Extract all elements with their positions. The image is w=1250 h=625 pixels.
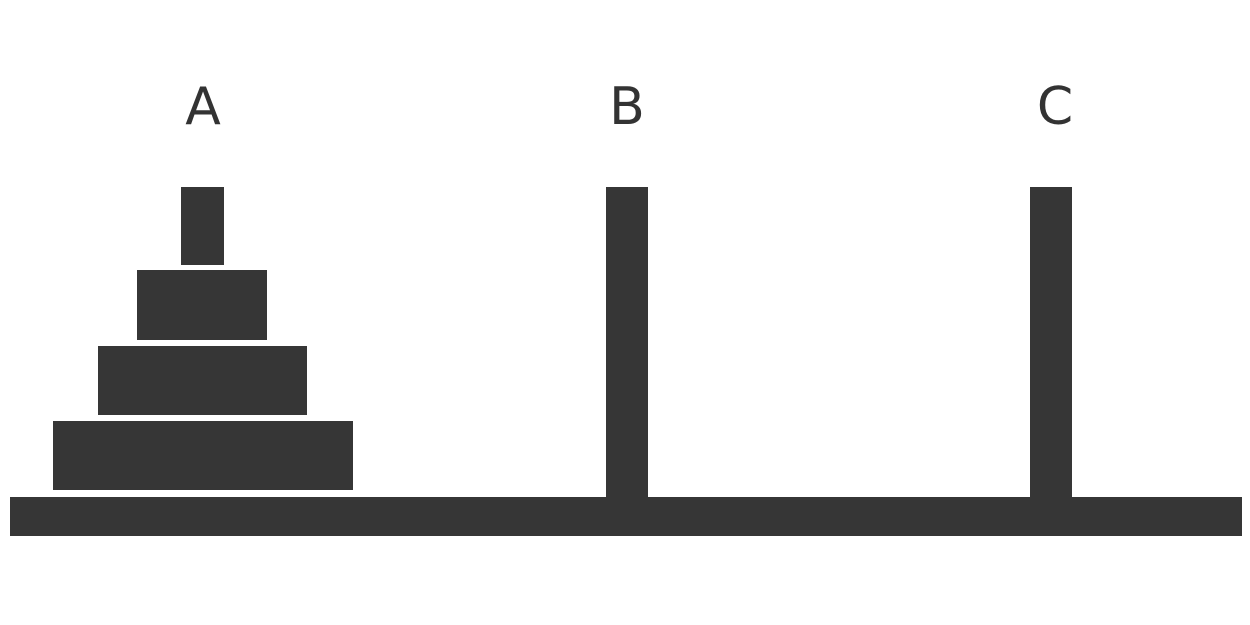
- disk-2: [98, 346, 307, 415]
- disk-1: [137, 270, 267, 340]
- peg-label-a: A: [185, 77, 221, 137]
- peg-label-c: C: [1037, 77, 1073, 137]
- peg-a-top: [181, 187, 224, 265]
- base-platform: [10, 497, 1242, 536]
- disk-3: [53, 421, 353, 490]
- peg-a-stack: [53, 187, 353, 490]
- peg-b: [606, 187, 648, 498]
- peg-c: [1030, 187, 1072, 498]
- peg-label-b: B: [609, 77, 645, 137]
